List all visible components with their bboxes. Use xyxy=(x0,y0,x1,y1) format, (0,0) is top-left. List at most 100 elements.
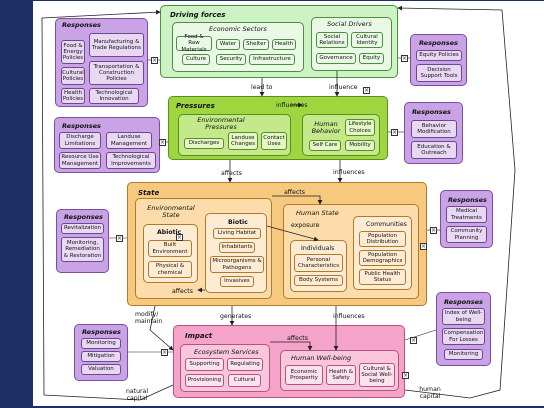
responses-title-4: Responses xyxy=(412,108,451,116)
personal-characteristics: Personal Characteristics xyxy=(294,254,343,272)
revitalization: Revitalization xyxy=(61,223,104,234)
microorganisms-pathogens: Microorganisms & Pathogens xyxy=(210,256,264,273)
label-affects-4: affects xyxy=(287,335,308,342)
econ-shelter: Shelter xyxy=(243,39,269,50)
economic-sectors-title: Economic Sectors xyxy=(209,25,267,33)
link-toggle-icon[interactable]: × xyxy=(402,372,409,379)
cultural-service: Cultural xyxy=(228,374,261,387)
supporting: Supporting xyxy=(185,358,224,371)
responses-title-8: Responses xyxy=(444,298,483,306)
manufacturing-trade-regulations: Manufacturing & Trade Regulations xyxy=(89,33,144,57)
responses-title-3: Responses xyxy=(62,122,101,130)
cultural-social-wellbeing: Cultural & Social Well-being xyxy=(359,363,395,387)
link-toggle-icon[interactable]: × xyxy=(363,87,370,94)
link-toggle-icon[interactable]: × xyxy=(151,57,158,64)
abiotic-title: Abiotic xyxy=(157,229,182,236)
contact-uses: Contact Uses xyxy=(261,132,287,150)
label-affects-1: affects xyxy=(221,170,242,177)
human-behavior-label: Human Behavior xyxy=(311,120,341,135)
human-state-title: Human State xyxy=(296,209,339,217)
education-outreach: Education & Outreach xyxy=(411,141,457,159)
responses-title-2: Responses xyxy=(419,39,458,47)
provisioning: Provisioning xyxy=(185,374,224,387)
driving-forces-title: Driving forces xyxy=(170,11,226,19)
food-energy-policies: Food & Energy Policies xyxy=(61,40,85,64)
arrow-modify-maintain xyxy=(149,305,174,351)
label-lead-to: lead to xyxy=(251,84,273,91)
behavior-modification: Behavior Modification xyxy=(411,120,457,138)
state-title: State xyxy=(138,189,160,197)
responses-title-1: Responses xyxy=(62,21,101,29)
compensation-for-losses: Compensation For Losses xyxy=(442,328,485,345)
link-toggle-icon[interactable]: × xyxy=(391,129,398,136)
env-pressures-title-1: Environmental Pressures xyxy=(184,117,258,131)
medical-treatments: Medical Treatments xyxy=(446,206,487,223)
equity: Equity xyxy=(359,53,384,64)
econ-infrastructure: Infrastructure xyxy=(249,54,295,65)
arrow-human-capital xyxy=(397,5,516,399)
pressures-title: Pressures xyxy=(176,102,215,110)
arrow-affects-impact xyxy=(270,341,313,351)
monitoring-impact-left: Monitoring xyxy=(81,338,121,349)
cultural-policies: Cultural Policies xyxy=(61,67,85,85)
link-toggle-icon[interactable]: × xyxy=(176,234,183,241)
population-distribution: Population Distribution xyxy=(359,231,406,247)
link-toggle-icon[interactable]: × xyxy=(401,55,408,62)
label-influences-top: influences xyxy=(276,102,308,109)
responses-title-6: Responses xyxy=(448,196,487,204)
label-generates: generates xyxy=(220,313,252,320)
biotic-title: Biotic xyxy=(228,219,248,226)
ecosystem-services-title: Ecosystem Services xyxy=(194,348,259,356)
arrow-exposure xyxy=(266,225,319,242)
monitoring-remediation-restoration: Monitoring, Remediation & Restoration xyxy=(61,237,104,262)
community-planning: Community Planning xyxy=(446,226,487,243)
social-relations: Social Relations xyxy=(316,32,348,48)
link-toggle-icon[interactable]: × xyxy=(430,227,437,234)
human-behavior-title: Human Behavior xyxy=(310,121,342,135)
link-toggle-icon[interactable]: × xyxy=(161,349,168,356)
cultural-identity: Cultural Identity xyxy=(351,32,383,48)
body-systems: Body Systems xyxy=(294,275,343,286)
human-wellbeing-title: Human Well-being xyxy=(291,354,352,362)
invasives: Invasives xyxy=(220,276,254,287)
label-natural-capital: natural capital xyxy=(125,388,149,402)
regulating: Regulating xyxy=(227,358,263,371)
label-human-capital: human capital xyxy=(419,386,441,400)
link-toggle-icon[interactable]: × xyxy=(116,235,123,242)
responses-title-5: Responses xyxy=(64,213,103,221)
health-safety: Health & Safety xyxy=(326,365,356,385)
discharges: Discharges xyxy=(184,138,224,149)
econ-water: Water xyxy=(216,39,240,50)
label-affects-2: affects xyxy=(284,189,305,196)
self-care: Self Care xyxy=(309,140,341,151)
label-influences-bottom: influences xyxy=(333,313,365,320)
resource-use-management: Resource Use Management xyxy=(59,152,101,169)
discharge-limitations: Discharge Limitations xyxy=(59,132,101,149)
individuals-title: Individuals xyxy=(301,245,335,252)
economic-prosperity: Economic Prosperity xyxy=(285,365,323,385)
label-exposure: exposure xyxy=(291,222,320,229)
link-toggle-icon[interactable]: × xyxy=(420,243,427,250)
landuse-changes: Landuse Changes xyxy=(228,132,258,150)
link-toggle-icon[interactable]: × xyxy=(410,337,417,344)
arrow-natural-capital xyxy=(41,9,174,401)
social-drivers-title: Social Drivers xyxy=(327,20,372,28)
health-policies: Health Policies xyxy=(61,88,85,104)
label-affects-3: affects xyxy=(172,288,193,295)
communities-title: Communities xyxy=(366,221,407,228)
link-toggle-icon[interactable]: × xyxy=(159,139,166,146)
physical-chemical: Physical & chemical xyxy=(148,261,192,278)
population-demographics: Population Demographics xyxy=(359,250,406,266)
env-state-label: Environmental State xyxy=(147,204,195,219)
econ-food: Food & Raw Materials xyxy=(176,34,212,53)
valuation: Valuation xyxy=(81,364,121,375)
technological-improvements: Technological Improvements xyxy=(106,152,156,169)
transportation-construction-policies: Transportation & Construction Policies xyxy=(89,61,144,85)
monitoring-impact-right: Monitoring xyxy=(444,349,483,360)
built-environment: Built Environment xyxy=(148,240,192,257)
label-influence: influence xyxy=(329,84,358,91)
label-influences-mid: influences xyxy=(333,169,365,176)
label-modify-maintain: modify/ maintain xyxy=(135,311,163,325)
governance: Governance xyxy=(316,53,356,64)
technological-innovation: Technological Innovation xyxy=(89,88,139,104)
